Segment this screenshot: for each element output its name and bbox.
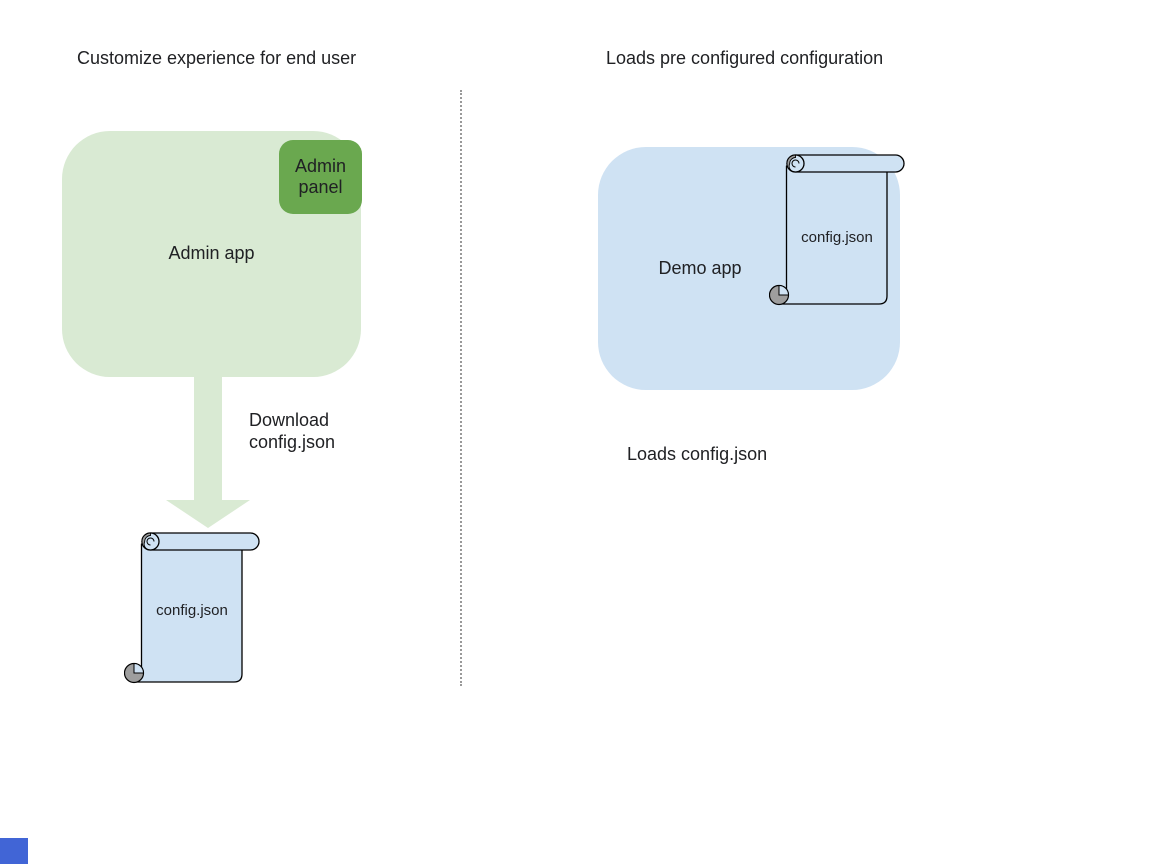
config-file-scroll-icon bbox=[769, 154, 905, 306]
download-arrow-label: Download config.json bbox=[249, 410, 336, 452]
config-json-label: config.json bbox=[156, 602, 228, 619]
left-section-title: Customize experience for end user bbox=[77, 48, 357, 68]
section-divider bbox=[460, 90, 462, 686]
config-json-label: config.json bbox=[801, 229, 873, 246]
download-arrow-icon bbox=[166, 377, 250, 528]
loads-config-caption: Loads config.json bbox=[627, 444, 768, 464]
admin-app-label: Admin app bbox=[168, 243, 255, 263]
admin-panel-box: Admin panel bbox=[279, 140, 362, 214]
demo-app-label: Demo app bbox=[658, 258, 742, 278]
admin-panel-label: Admin panel bbox=[294, 156, 347, 197]
right-section-title: Loads pre configured configuration bbox=[606, 48, 884, 68]
config-file-scroll-icon bbox=[124, 532, 260, 684]
corner-blue-square bbox=[0, 838, 28, 864]
